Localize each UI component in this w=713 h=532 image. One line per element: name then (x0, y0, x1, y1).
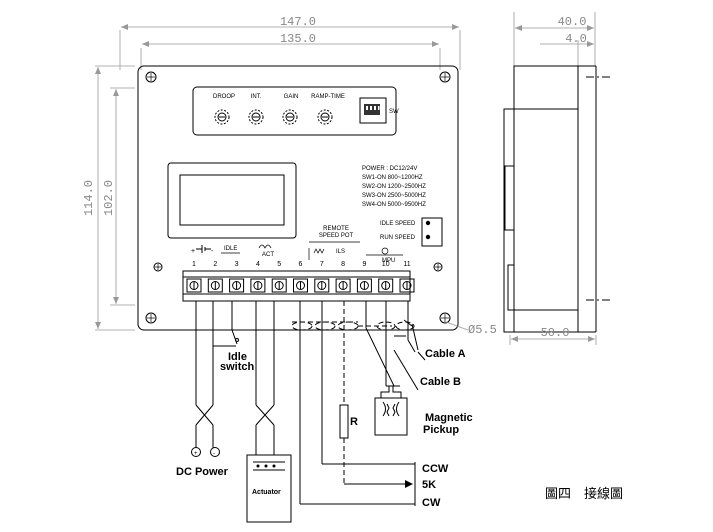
dim-depth-base: 50.0 (541, 326, 570, 340)
knob-ramp-time[interactable]: RAMP-TIME (311, 94, 345, 125)
run-speed-label: RUN SPEED (380, 235, 416, 241)
remote-pot-label-2: SPEED POT (319, 233, 354, 239)
terminal-number: 9 (362, 261, 366, 268)
magnetic-label-1: Magnetic (425, 412, 473, 424)
terminal-number: 8 (341, 261, 345, 268)
power-spec-line-5: SW4-ON 5000~9500HZ (362, 202, 426, 208)
terminal-screw-6[interactable] (293, 278, 308, 293)
terminal-number: 5 (277, 261, 281, 268)
power-spec-line-2: SW1-ON 800~1200HZ (362, 175, 423, 181)
dim-width-total: 147.0 (280, 15, 316, 29)
dc-plus-sign: + (194, 451, 198, 457)
terminal-screw-3[interactable] (229, 278, 245, 293)
terminal-number: 3 (235, 261, 239, 268)
terminal-number: 4 (256, 261, 260, 268)
power-spec-line-1: POWER : DC12/24V (362, 166, 417, 172)
terminal-number: 7 (320, 261, 324, 268)
magnetic-label-2: Pickup (423, 424, 459, 436)
run-speed-trimmer[interactable] (425, 234, 431, 240)
terminal-screw-5[interactable] (271, 278, 287, 293)
terminal-screw-2[interactable] (207, 278, 223, 293)
battery-minus: - (211, 248, 214, 255)
battery-plus: + (191, 248, 195, 255)
terminal-screw-7[interactable] (314, 278, 330, 293)
magnetic-pickup (374, 386, 408, 436)
dim-depth-total: 40.0 (558, 15, 587, 29)
terminal-number: 6 (299, 261, 303, 268)
top-dimensions: 147.0 135.0 (119, 15, 461, 70)
ccw-label: CCW (422, 463, 449, 475)
figure-caption: 圖四 接線圖 (545, 486, 623, 502)
dim-depth-lip: 4.0 (565, 32, 587, 46)
mounting-holes (145, 71, 451, 324)
power-spec-line-4: SW3-ON 2500~5000HZ (362, 193, 426, 199)
idle-switch-label-1: Idle (228, 351, 247, 363)
left-dimensions: 114.0 102.0 (82, 65, 135, 331)
terminal-number: 1 (192, 261, 196, 268)
terminal-screw-4[interactable] (250, 278, 266, 293)
dc-plus-terminal (191, 447, 201, 457)
resistor-r (339, 404, 349, 439)
terminal-numbers: 1 2 3 4 5 6 7 8 9 10 11 (192, 261, 411, 268)
knob-label-int: INT. (251, 94, 262, 100)
actuator-label: Actuator (252, 489, 281, 496)
terminal-screw-11[interactable] (399, 278, 415, 293)
terminal-legend: + - IDLE ACT ILS MPU (191, 241, 403, 264)
terminal-number: 10 (382, 261, 390, 268)
knob-int[interactable]: INT. (248, 94, 264, 125)
controller-front: DROOP INT. GAIN RAMP-TIME SW (137, 65, 459, 331)
cw-label: CW (422, 497, 441, 509)
idle-speed-trimmer[interactable] (425, 220, 431, 226)
idle-speed-label: IDLE SPEED (380, 221, 416, 227)
dc-power-label: DC Power (176, 466, 229, 478)
dim-hole: Ø5.5 (468, 323, 497, 337)
terminal-screw-1[interactable] (186, 278, 202, 293)
terminal-screw-10[interactable] (378, 278, 394, 293)
dip-switch-label: SW (389, 109, 399, 115)
knob-gain[interactable]: GAIN (282, 94, 299, 125)
terminal-screw-9[interactable] (356, 278, 372, 293)
wiring: + - DC Power Idle switch Actuator R CCW (176, 301, 473, 523)
dip-switch[interactable]: SW (359, 97, 399, 124)
dim-height-inner: 102.0 (102, 180, 116, 216)
ils-terminal-label: ILS (336, 249, 345, 255)
resistor-label: R (350, 416, 358, 428)
knob-label-ramp-time: RAMP-TIME (311, 94, 345, 100)
cable-a-label: Cable A (425, 348, 466, 360)
knob-droop[interactable]: DROOP (213, 94, 235, 125)
terminal-number: 11 (403, 261, 410, 268)
power-spec: POWER : DC12/24V SW1-ON 800~1200HZ SW2-O… (362, 166, 426, 208)
knob-label-droop: DROOP (213, 94, 235, 100)
dim-width-inner: 135.0 (280, 32, 316, 46)
idle-terminal-label: IDLE (224, 246, 237, 252)
act-terminal-label: ACT (262, 252, 274, 258)
idle-switch-label-2: switch (220, 361, 255, 373)
terminal-screw-8[interactable] (335, 278, 351, 293)
actuator-box (246, 454, 292, 523)
dc-minus-sign: - (213, 451, 215, 457)
power-spec-line-3: SW2-ON 1200~2500HZ (362, 184, 426, 190)
speed-trimmers: IDLE SPEED RUN SPEED (380, 217, 443, 247)
display-window (167, 162, 297, 239)
terminal-screws (186, 278, 415, 293)
dc-minus-terminal (210, 447, 220, 457)
terminal-number: 2 (213, 261, 217, 268)
cable-b-label: Cable B (420, 376, 461, 388)
terminal-block: 1 2 3 4 5 6 7 8 9 10 11 (182, 261, 415, 302)
pot-5k-label: 5K (422, 479, 436, 491)
remote-pot-label-1: REMOTE (323, 226, 349, 232)
mpu-terminal-label: MPU (382, 258, 395, 264)
side-view: 40.0 4.0 50.0 (503, 12, 612, 345)
knob-label-gain: GAIN (284, 94, 299, 100)
dim-height-total: 114.0 (82, 180, 96, 216)
